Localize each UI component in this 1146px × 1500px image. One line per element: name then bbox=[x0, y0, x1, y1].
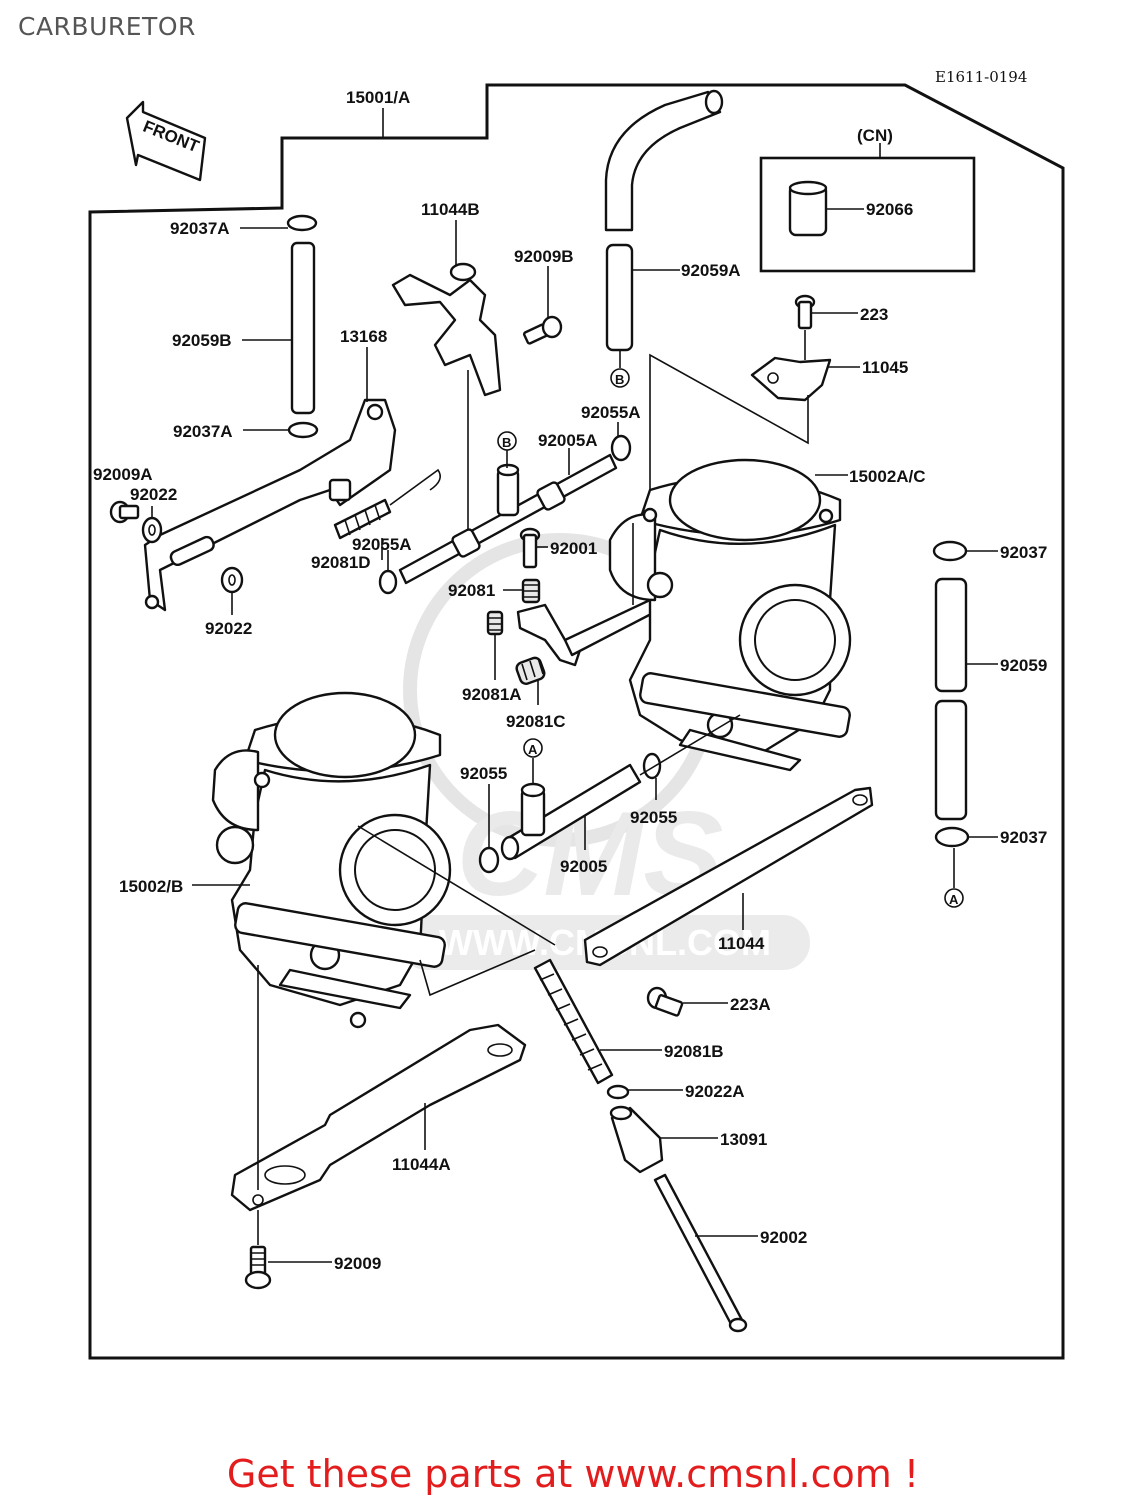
front-arrow-icon: FRONT bbox=[125, 100, 207, 182]
clip-92037-lower-icon bbox=[934, 826, 970, 848]
fuel-pipe-92005A-icon bbox=[398, 453, 618, 585]
callout-a-right-label: A bbox=[949, 892, 959, 907]
callout-a-center-label: A bbox=[528, 742, 538, 757]
holder-11045-icon bbox=[750, 356, 832, 402]
label-92059B: 92059B bbox=[172, 331, 232, 350]
spring-92081D-icon bbox=[333, 468, 441, 540]
carburetor-15002AC-icon bbox=[608, 458, 852, 772]
label-92081D: 92081D bbox=[311, 553, 371, 572]
spring-92081A-icon bbox=[486, 610, 504, 636]
callout-b-lower bbox=[497, 431, 517, 451]
washer-92022-upper-icon bbox=[141, 516, 163, 544]
screw-92001-icon bbox=[519, 527, 541, 569]
callout-a-right bbox=[944, 888, 964, 908]
label-223: 223 bbox=[860, 305, 888, 324]
label-13091: 13091 bbox=[720, 1130, 767, 1149]
label-92022-lower: 92022 bbox=[205, 619, 252, 638]
spring-92081-icon bbox=[521, 578, 541, 604]
oring-92055-right-icon bbox=[642, 752, 662, 780]
label-92059: 92059 bbox=[1000, 656, 1047, 675]
oring-92055A-lower-icon bbox=[378, 569, 398, 595]
screw-223-icon bbox=[794, 294, 816, 330]
buy-parts-link[interactable]: Get these parts at www.cmsnl.com ! bbox=[226, 1452, 920, 1496]
label-92009A: 92009A bbox=[93, 465, 153, 484]
label-92081A: 92081A bbox=[462, 685, 522, 704]
plate-11044-icon bbox=[583, 786, 874, 967]
oring-92055A-upper-icon bbox=[610, 434, 632, 462]
cap-92066-icon bbox=[788, 180, 828, 237]
label-92005A: 92005A bbox=[538, 431, 598, 450]
label-92001: 92001 bbox=[550, 539, 597, 558]
label-92055-left: 92055 bbox=[460, 764, 507, 783]
label-92037-upper: 92037 bbox=[1000, 543, 1047, 562]
plate-11044A-icon bbox=[230, 1023, 527, 1212]
callout-b-upper bbox=[610, 368, 630, 388]
assembly-frame bbox=[88, 83, 1065, 1360]
label-92059A: 92059A bbox=[681, 261, 741, 280]
carburetor-15002B-icon bbox=[211, 691, 452, 1029]
spring-92081B-icon bbox=[533, 958, 614, 1085]
hose-92059B-icon bbox=[290, 241, 316, 415]
label-223A: 223A bbox=[730, 995, 771, 1014]
screw-92009B-icon bbox=[522, 315, 563, 345]
label-92009: 92009 bbox=[334, 1254, 381, 1273]
bracket-11044B-icon bbox=[391, 262, 502, 397]
label-15002B: 15002/B bbox=[119, 877, 183, 896]
label-92037A-lower: 92037A bbox=[173, 422, 233, 441]
link-plate-13168-icon bbox=[143, 398, 397, 612]
hose-92059-upper-icon bbox=[934, 577, 968, 693]
label-92037-lower: 92037 bbox=[1000, 828, 1047, 847]
label-92081B: 92081B bbox=[664, 1042, 724, 1061]
label-92022-upper: 92022 bbox=[130, 485, 177, 504]
label-92081: 92081 bbox=[448, 581, 495, 600]
label-11044B: 11044B bbox=[421, 200, 480, 219]
screw-92009-icon bbox=[244, 1245, 272, 1290]
label-92002: 92002 bbox=[760, 1228, 807, 1247]
spring-92081C-icon bbox=[515, 656, 546, 685]
washer-92022A-icon bbox=[606, 1084, 630, 1100]
clip-92037A-lower-icon bbox=[287, 421, 319, 439]
screw-223A-icon bbox=[646, 986, 684, 1017]
callout-b-upper-label: B bbox=[615, 372, 624, 387]
label-92009B: 92009B bbox=[514, 247, 574, 266]
cn-kit-box bbox=[759, 156, 976, 273]
label-11044: 11044 bbox=[718, 934, 765, 953]
label-92022A: 92022A bbox=[685, 1082, 745, 1101]
clip-92037-upper-icon bbox=[932, 540, 968, 562]
washer-92022-lower-icon bbox=[220, 566, 244, 594]
label-15002AC: 15002A/C bbox=[849, 467, 926, 486]
page-title: CARBURETOR bbox=[18, 12, 196, 41]
parts-diagram: CMS WWW.CMSNL.COM E1611-0194 15001/A FRO… bbox=[88, 68, 1065, 1360]
label-13168: 13168 bbox=[340, 327, 387, 346]
label-15001A: 15001/A bbox=[346, 88, 410, 107]
oring-92055-left-icon bbox=[478, 846, 500, 874]
label-92037A-upper: 92037A bbox=[170, 219, 230, 238]
hose-92059-lower-icon bbox=[934, 699, 968, 821]
diagram-ref: E1611-0194 bbox=[935, 68, 1027, 86]
adjuster-13091-icon bbox=[609, 1105, 664, 1174]
vent-hose-icon bbox=[604, 89, 724, 352]
clip-92037A-upper-icon bbox=[286, 214, 318, 232]
label-92081C: 92081C bbox=[506, 712, 566, 731]
label-92005: 92005 bbox=[560, 857, 607, 876]
callout-a-center bbox=[523, 738, 543, 758]
label-92055-right: 92055 bbox=[630, 808, 677, 827]
fuel-pipe-92005-icon bbox=[500, 763, 642, 861]
label-92066: 92066 bbox=[866, 200, 913, 219]
screw-92009A-icon bbox=[109, 500, 140, 524]
label-11045: 11045 bbox=[862, 358, 908, 377]
cn-label: (CN) bbox=[857, 126, 893, 145]
callout-b-lower-label: B bbox=[502, 435, 511, 450]
label-11044A: 11044A bbox=[392, 1155, 451, 1174]
cable-92002-icon bbox=[653, 1173, 748, 1333]
label-92055A-upper: 92055A bbox=[581, 403, 641, 422]
throttle-arm-icon bbox=[516, 598, 657, 667]
